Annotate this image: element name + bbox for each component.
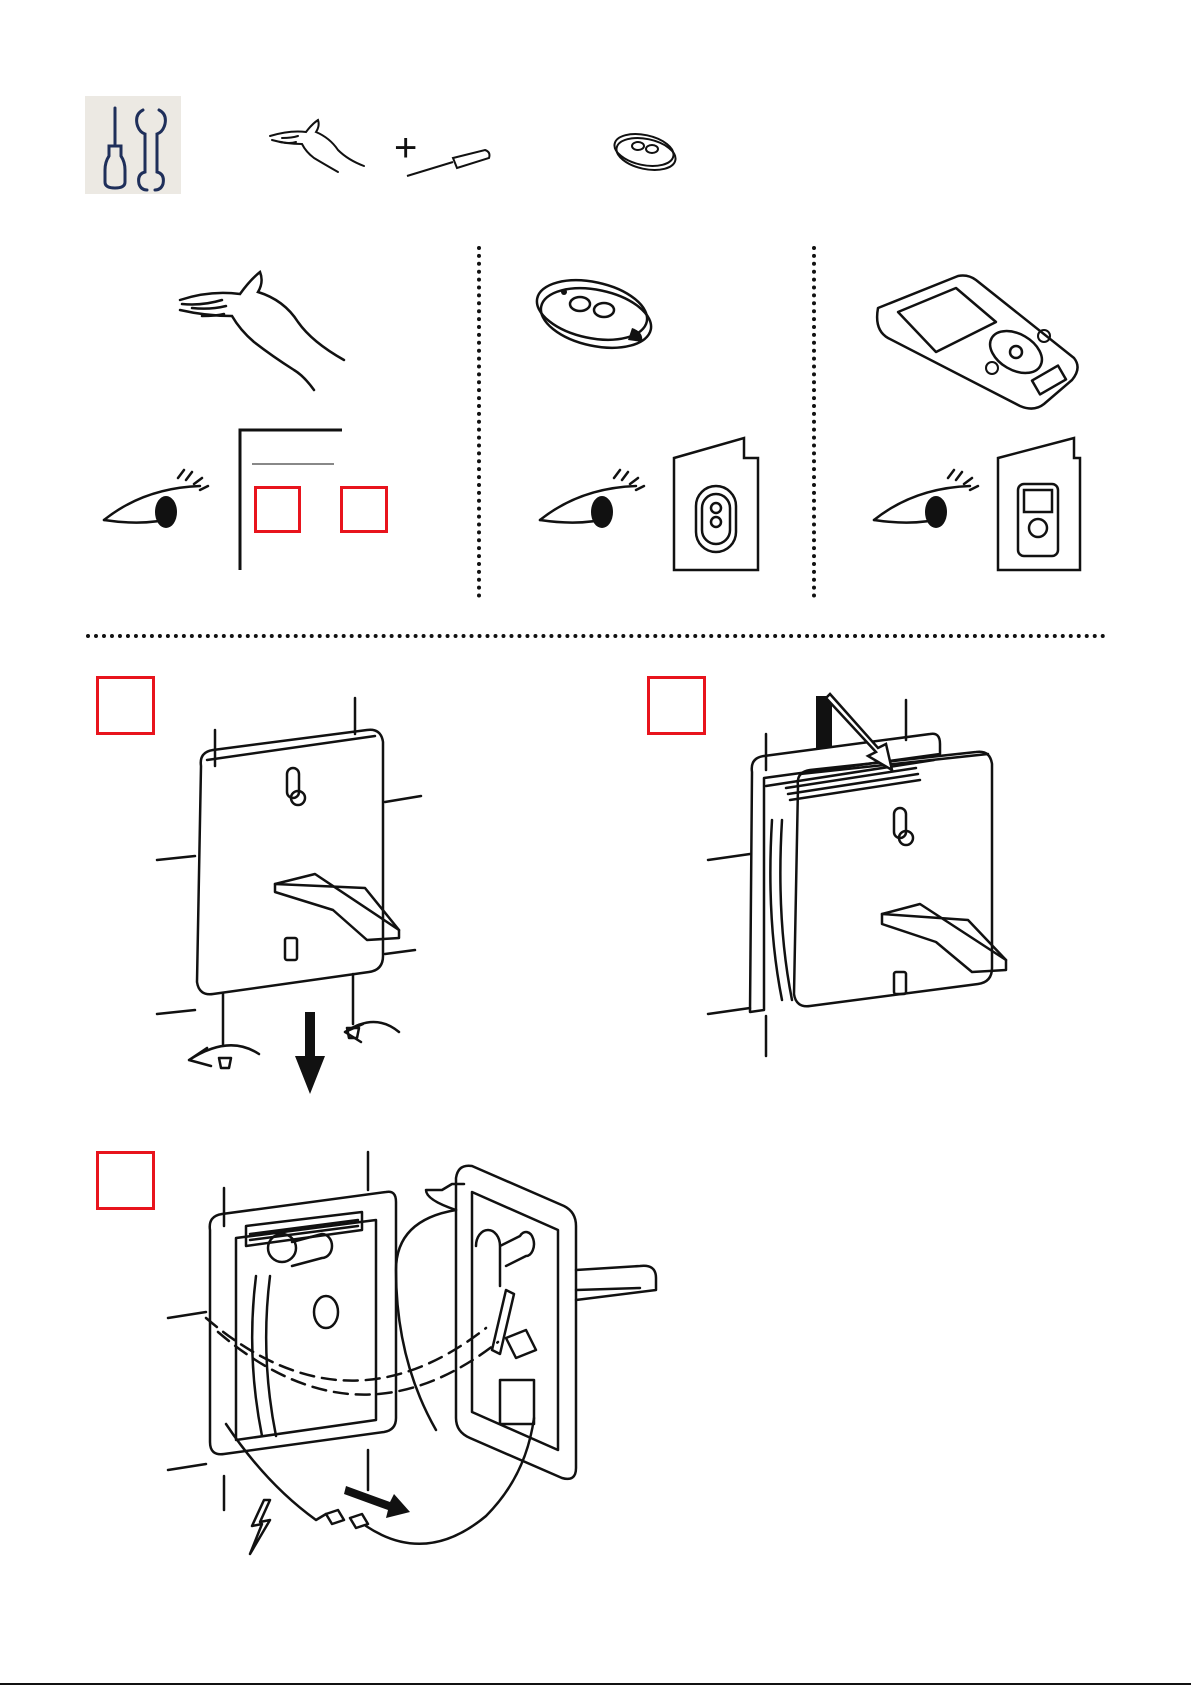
remove-front-cover-illustration [155, 694, 430, 1094]
lift-cover-illustration [706, 690, 1026, 1060]
disconnect-cable-illustration [166, 1150, 676, 1570]
eye-icon [536, 468, 648, 538]
service-handset-icon [868, 272, 1086, 414]
tools-icon-tile [85, 96, 181, 194]
step-1-callout-box [96, 676, 155, 735]
remote-control-icon [610, 128, 682, 178]
eye-icon [870, 468, 982, 538]
divider-vertical-2 [812, 246, 816, 598]
remote-control-icon [532, 270, 658, 362]
eye-icon [100, 468, 212, 538]
screwdriver-wrench-icon [85, 96, 181, 194]
callout-box-2 [340, 486, 388, 533]
callout-box-1 [254, 486, 301, 533]
remote-manual-icon [670, 434, 762, 574]
step-2-callout-box [647, 676, 706, 735]
step-3-callout-box [96, 1151, 155, 1210]
hand-icon [268, 118, 368, 178]
divider-horizontal [86, 634, 1106, 638]
handset-manual-icon [996, 434, 1082, 574]
hand-icon [172, 270, 347, 395]
divider-vertical-1 [477, 246, 481, 598]
screwdriver-icon [405, 148, 495, 180]
